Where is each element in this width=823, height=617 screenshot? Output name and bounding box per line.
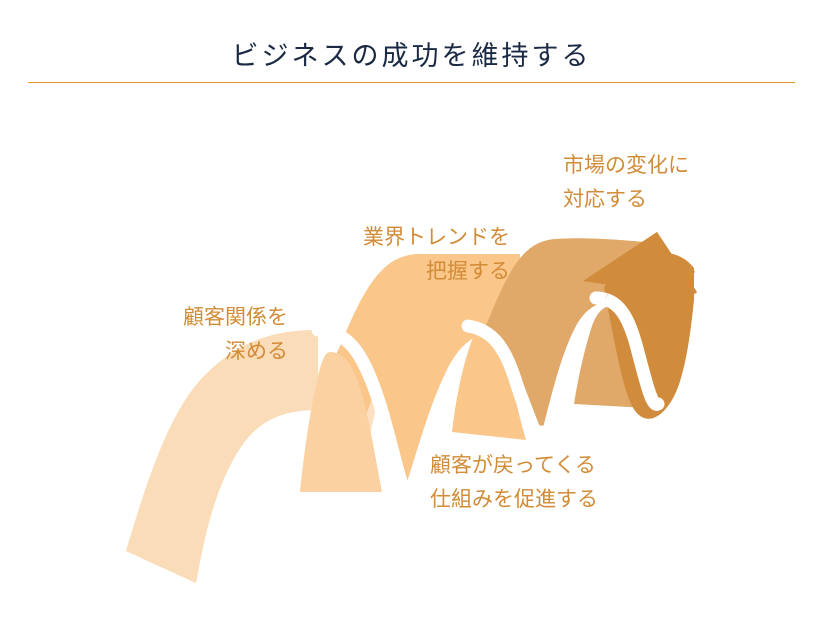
callout-4-line-1: 顧客が戻ってくる [430, 453, 596, 477]
page-title: ビジネスの成功を維持する [231, 41, 592, 72]
title-divider [28, 82, 795, 83]
callout-grasp-industry-trends: 業界トレンドを 把握する [320, 220, 510, 288]
callout-respond-to-market-change: 市場の変化に 対応する [563, 148, 763, 216]
callout-deepen-customer-relationships: 顧客関係を 深める [118, 300, 288, 368]
callout-3-line-1: 市場の変化に [563, 153, 689, 177]
callout-4-line-2: 仕組みを促進する [430, 487, 598, 511]
callout-1-line-2: 深める [225, 339, 288, 363]
callout-1-line-1: 顧客関係を [183, 305, 288, 329]
ribbon-gap-1 [311, 323, 411, 499]
segment-2-top-face [315, 254, 520, 432]
segment-2-valley-face [300, 352, 382, 492]
callout-2-line-1: 業界トレンドを [363, 225, 510, 249]
segment-3-valley-face [452, 332, 526, 440]
segment-1-top-face [126, 330, 318, 583]
callout-2-line-2: 把握する [426, 259, 510, 283]
ribbon-gap-2 [461, 319, 549, 440]
callout-promote-customer-return: 顧客が戻ってくる 仕組みを促進する [430, 448, 630, 516]
callout-3-line-2: 対応する [563, 187, 647, 211]
ribbon-gap-3 [589, 291, 665, 411]
arrow-head-body [583, 232, 697, 302]
